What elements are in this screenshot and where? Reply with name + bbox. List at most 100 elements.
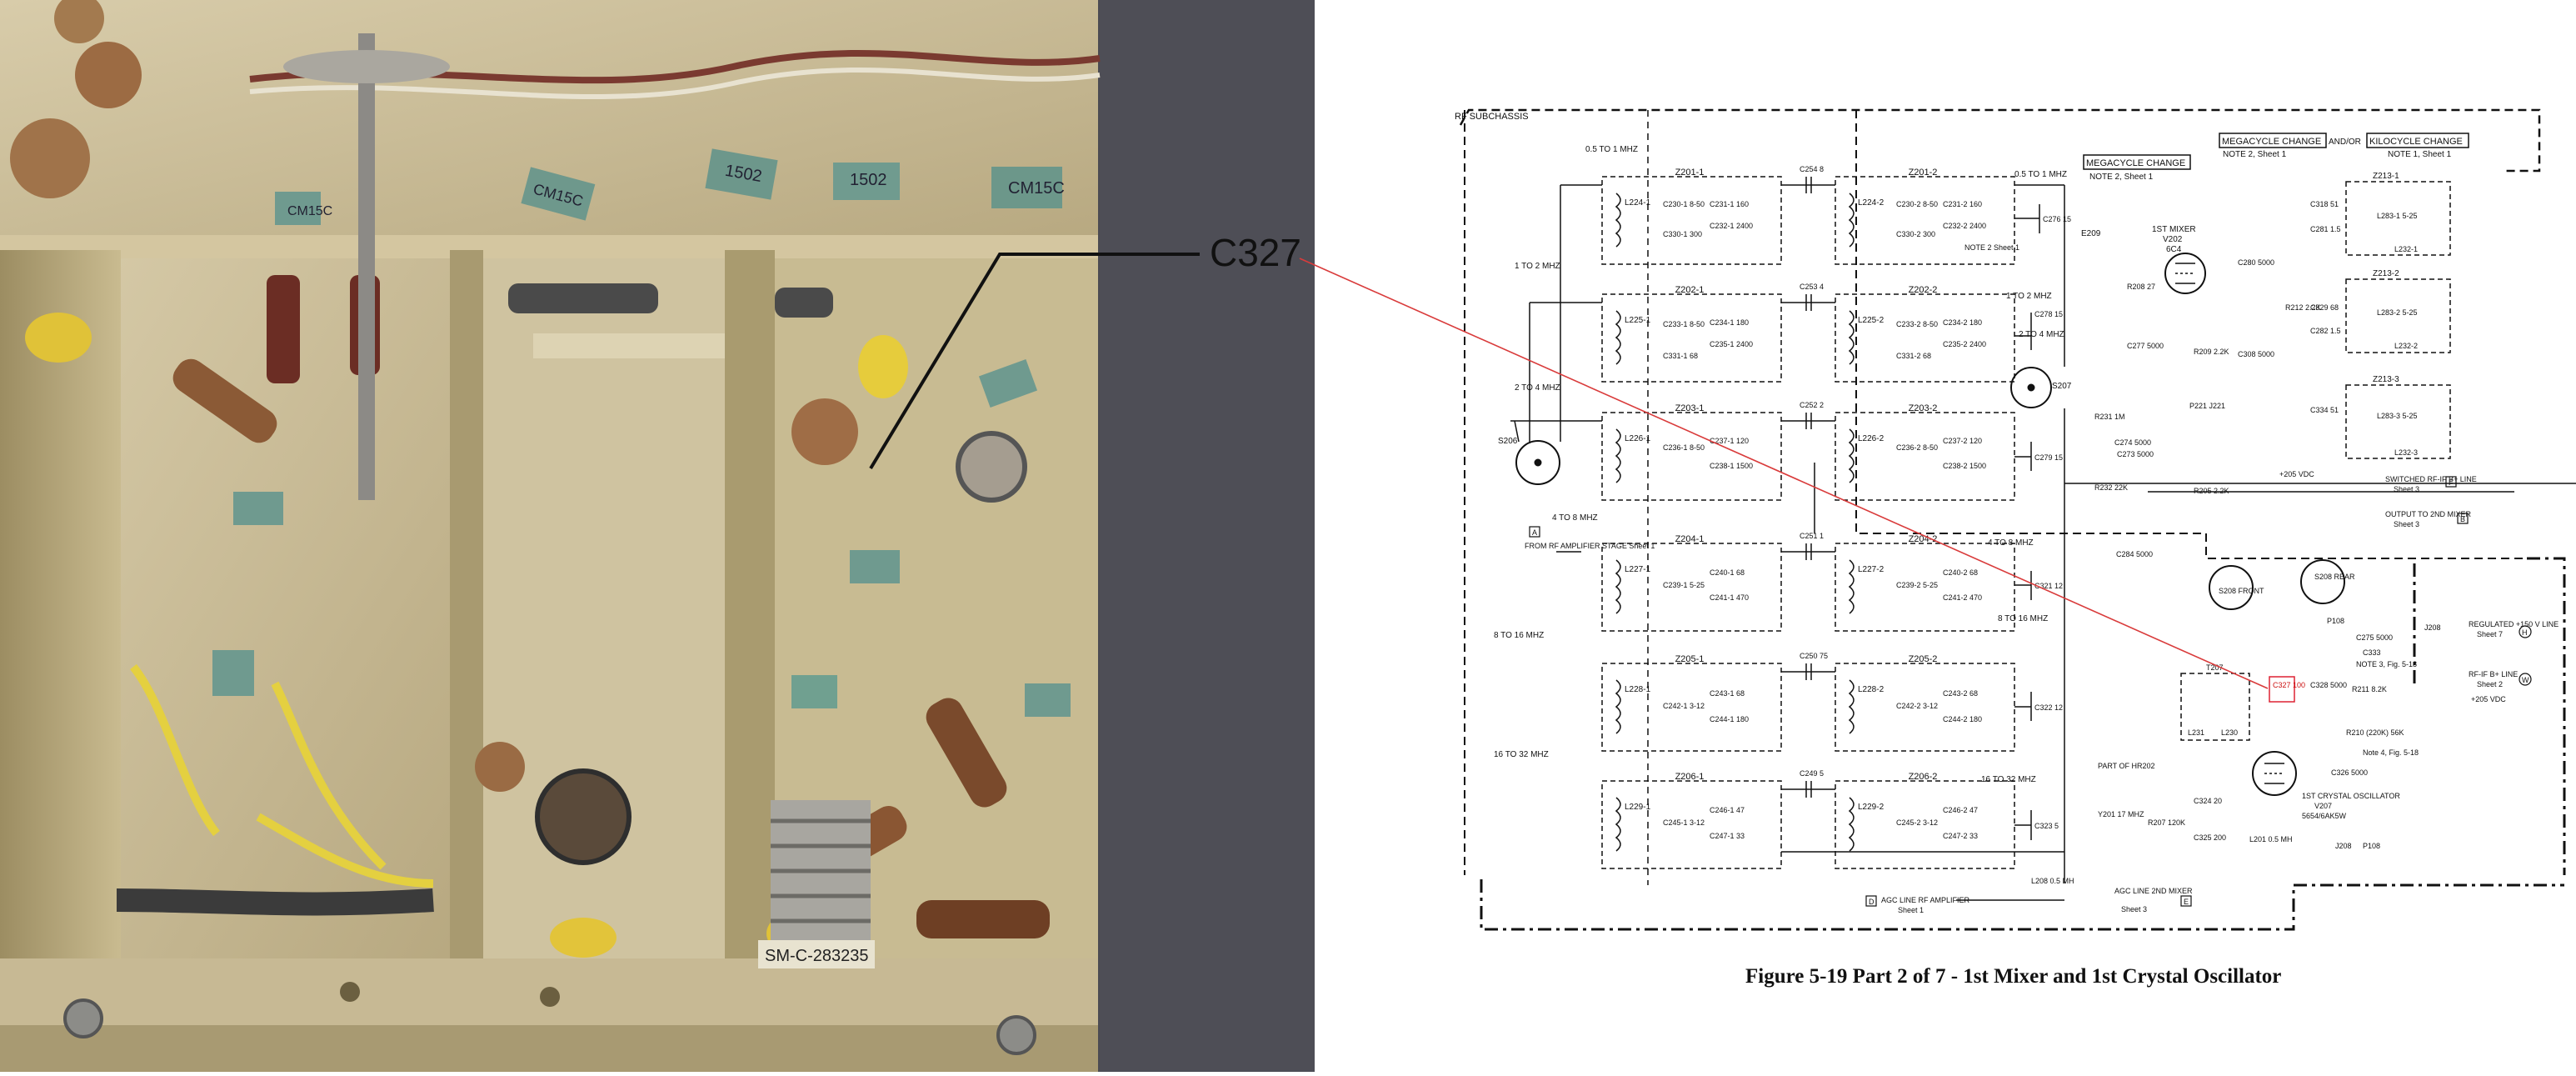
svg-text:C253 4: C253 4 <box>1800 283 1824 291</box>
svg-text:L224-1: L224-1 <box>1625 198 1651 208</box>
svg-text:C238-2 1500: C238-2 1500 <box>1943 462 1986 470</box>
band-left-3: 2 TO 4 MHZ <box>1515 383 1560 393</box>
c333-label: C333 <box>2363 648 2381 657</box>
band-right-4: 4 TO 8 MHZ <box>1988 538 2034 548</box>
band-right-6: 16 TO 32 MHZ <box>1981 775 2036 784</box>
svg-text:Z201-1: Z201-1 <box>1675 168 1705 178</box>
y201-label: Y201 17 MHZ <box>2098 810 2144 818</box>
band-left-5: 8 TO 16 MHZ <box>1494 631 1544 640</box>
vdc205-label: +205 VDC <box>2279 470 2314 478</box>
svg-text:C237-2 120: C237-2 120 <box>1943 437 1982 445</box>
c334-label: C334 51 <box>2310 406 2339 414</box>
regulated-sheet: Sheet 7 <box>2477 630 2503 638</box>
svg-text:C233-1 8-50: C233-1 8-50 <box>1663 320 1705 328</box>
pin-e: E <box>2184 898 2189 906</box>
module-note: NOTE 2 Sheet 1 <box>1964 243 2019 252</box>
r231-label: R231 1M <box>2094 413 2125 421</box>
svg-text:L229-2: L229-2 <box>1858 803 1885 812</box>
module-z201-1: Z201-1 L224-1 C230-1 8-50 C231-1 160 C23… <box>1601 168 1782 265</box>
svg-text:C244-1 180: C244-1 180 <box>1710 715 1749 723</box>
svg-text:C231-1 160: C231-1 160 <box>1710 200 1749 208</box>
svg-text:C244-2 180: C244-2 180 <box>1943 715 1982 723</box>
rfif-sheet: Sheet 2 <box>2477 680 2503 688</box>
svg-text:L224-2: L224-2 <box>1858 198 1885 208</box>
svg-text:L229-1: L229-1 <box>1625 803 1651 812</box>
c281-label: C281 1.5 <box>2310 225 2341 233</box>
svg-text:C232-1 2400: C232-1 2400 <box>1710 222 1753 230</box>
pin-d: D <box>1869 898 1875 906</box>
svg-text:C279 15: C279 15 <box>2034 453 2063 462</box>
svg-text:L228-2: L228-2 <box>1858 685 1885 694</box>
svg-text:C230-2 8-50: C230-2 8-50 <box>1896 200 1938 208</box>
svg-text:Z202-2: Z202-2 <box>1909 285 1938 295</box>
switched-sheet: Sheet 3 <box>2394 485 2419 493</box>
svg-text:C234-2 180: C234-2 180 <box>1943 318 1982 327</box>
svg-text:L228-1: L228-1 <box>1625 685 1651 694</box>
svg-text:C230-1 8-50: C230-1 8-50 <box>1663 200 1705 208</box>
svg-text:C235-2 2400: C235-2 2400 <box>1943 340 1986 348</box>
agc-rf-sheet: Sheet 1 <box>1898 906 1924 914</box>
pin-a: A <box>1532 528 1537 537</box>
c280-label: C280 5000 <box>2238 258 2274 267</box>
svg-text:S207: S207 <box>2052 382 2072 391</box>
j208b-label: J208 <box>2335 842 2352 850</box>
svg-text:C247-1 33: C247-1 33 <box>1710 832 1745 840</box>
band-left-4: 4 TO 8 MHZ <box>1552 513 1598 523</box>
schematic: RF SUBCHASSIS MEGACYCLE CHANGE NOTE 2, S… <box>1315 0 2576 1072</box>
module-z206-1: Z206-1 L229-1 C245-1 3-12 C246-1 47 C247… <box>1601 772 1782 869</box>
r207-label: R207 120K <box>2148 818 2185 827</box>
pin-f: F <box>2449 478 2454 487</box>
svg-text:C321 12: C321 12 <box>2034 582 2063 590</box>
switch-s208: S208 FRONT S208 REAR <box>2209 559 2355 610</box>
pin-b: B <box>2460 515 2465 523</box>
svg-text:Z206-1: Z206-1 <box>1675 772 1705 782</box>
rfif-label: RF-IF B+ LINE <box>2469 670 2518 678</box>
svg-text:S206: S206 <box>1498 437 1518 446</box>
svg-text:C278 15: C278 15 <box>2034 310 2063 318</box>
note4-label: Note 4, Fig. 5-18 <box>2363 748 2419 757</box>
figure-caption: Figure 5-19 Part 2 of 7 - 1st Mixer and … <box>1745 965 2282 988</box>
svg-text:C331-2 68: C331-2 68 <box>1896 352 1931 360</box>
module-column-1: Z201-1 L224-1 C230-1 8-50 C231-1 160 C23… <box>1601 168 1782 869</box>
from-rf-label: FROM RF AMPLIFIER STAGE Sheet 1 <box>1525 542 1655 550</box>
megacycle-change-top: MEGACYCLE CHANGE <box>2222 137 2321 147</box>
p221-label: P221 J221 <box>2189 402 2225 410</box>
r232-label: R232 22K <box>2094 483 2128 492</box>
kilocycle-change-label: KILOCYCLE CHANGE <box>2369 137 2463 147</box>
coupling-capacitors: C254 8 C253 4 C252 2 C251 1 C250 75 C249… <box>1781 165 1835 798</box>
p108-label: P108 <box>2327 617 2344 625</box>
module-column-z213: Z213-1 L283-1 5-25 L232-1 Z213-2 L283-2 … <box>2345 172 2451 459</box>
svg-text:C323 5: C323 5 <box>2034 822 2059 830</box>
svg-text:C245-1 3-12: C245-1 3-12 <box>1663 818 1705 827</box>
svg-text:C236-1 8-50: C236-1 8-50 <box>1663 443 1705 452</box>
r210-label: R210 (220K) 56K <box>2346 728 2404 737</box>
oscillator-tube-v207: 1ST CRYSTAL OSCILLATOR V207 5654/6AK5W <box>2252 751 2400 820</box>
svg-text:C242-2 3-12: C242-2 3-12 <box>1896 702 1938 710</box>
svg-text:Z204-2: Z204-2 <box>1909 534 1938 544</box>
svg-text:L227-1: L227-1 <box>1625 565 1651 574</box>
c325-label: C325 200 <box>2194 833 2226 842</box>
svg-text:C276 15: C276 15 <box>2043 215 2071 223</box>
band-right-5: 8 TO 16 MHZ <box>1998 614 2048 623</box>
mark-cm15c-1: CM15C <box>287 204 332 218</box>
agc-rf-label: AGC LINE RF AMPLIFIER <box>1881 896 1970 904</box>
svg-text:L232-3: L232-3 <box>2394 448 2418 457</box>
svg-text:C249 5: C249 5 <box>1800 769 1824 778</box>
svg-text:Z203-1: Z203-1 <box>1675 403 1705 413</box>
l208-label: L208 0.5 MH <box>2031 877 2074 885</box>
svg-text:C246-1 47: C246-1 47 <box>1710 806 1745 814</box>
top-note-left: NOTE 2, Sheet 1 <box>2223 150 2287 159</box>
pin-w: W <box>2522 676 2529 684</box>
svg-text:L226-1: L226-1 <box>1625 434 1651 443</box>
r205-label: R205 2.2K <box>2194 487 2229 495</box>
bus-lines <box>1510 184 2576 883</box>
module-z213-3: Z213-3 L283-3 5-25 L232-3 <box>2345 375 2451 459</box>
regulated-label: REGULATED +150 V LINE <box>2469 620 2559 628</box>
switch-s207: S207 <box>2010 367 2072 408</box>
svg-text:Z202-1: Z202-1 <box>1675 285 1705 295</box>
svg-text:C241-1 470: C241-1 470 <box>1710 593 1749 602</box>
module-z203-2: Z203-2 L226-2 C236-2 8-50 C237-2 120 C23… <box>1835 403 2015 501</box>
svg-text:C245-2 3-12: C245-2 3-12 <box>1896 818 1938 827</box>
variable-capacitor <box>771 800 871 942</box>
svg-text:L283-1 5-25: L283-1 5-25 <box>2377 212 2418 220</box>
